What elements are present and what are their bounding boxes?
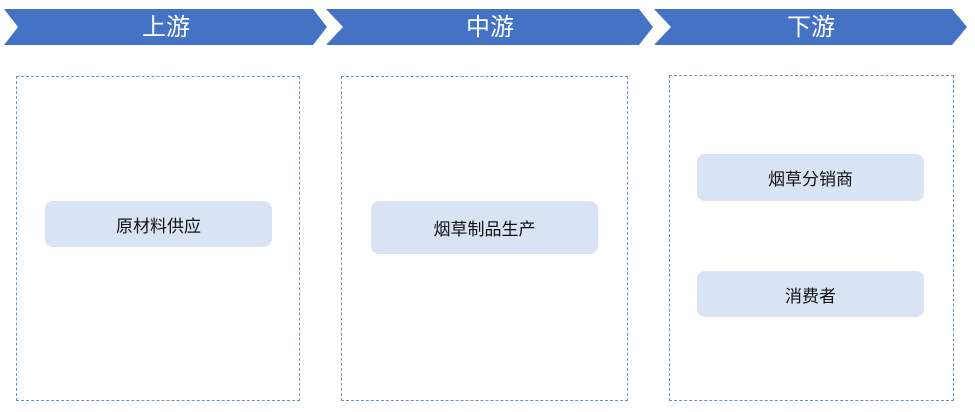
chevron-shape xyxy=(4,9,327,45)
stage-header-midstream: 中游 xyxy=(326,9,654,45)
stage-box-midstream xyxy=(341,76,628,401)
node-raw-material-supply: 原材料供应 xyxy=(45,201,272,247)
stage-header-downstream: 下游 xyxy=(654,9,968,45)
stage-header-upstream: 上游 xyxy=(4,9,328,45)
stage-title: 上游 xyxy=(142,13,190,41)
node-tobacco-production: 烟草制品生产 xyxy=(371,201,598,254)
chevron-shape xyxy=(326,9,653,45)
stage-title: 中游 xyxy=(466,13,514,41)
chevron-shape xyxy=(654,9,967,45)
stage-title: 下游 xyxy=(787,13,835,41)
node-consumer: 消费者 xyxy=(697,271,924,317)
stage-box-downstream xyxy=(669,75,954,401)
node-tobacco-distributor: 烟草分销商 xyxy=(697,154,924,201)
stage-box-upstream xyxy=(16,76,300,401)
